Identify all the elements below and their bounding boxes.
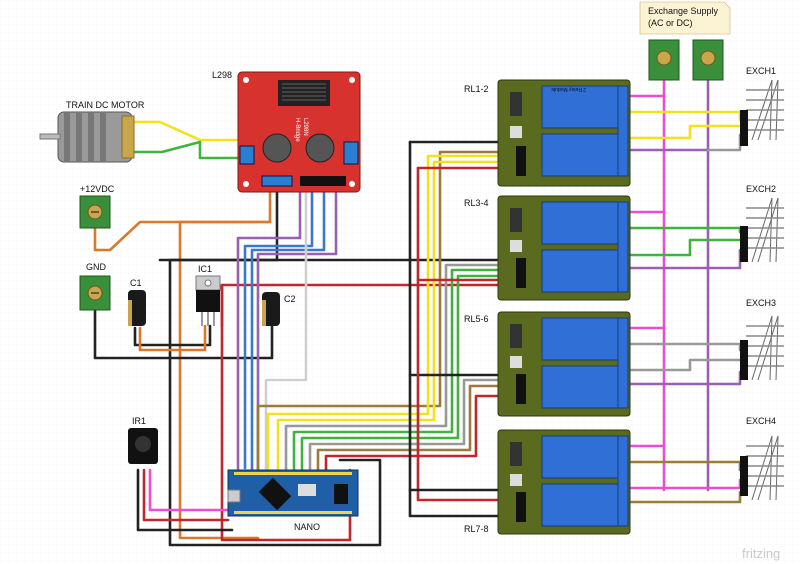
wire-relay-green1 [292, 268, 502, 472]
exchange-exch2: EXCH2 [740, 184, 784, 263]
l298-board: L298N H-Bridge L298 [212, 70, 361, 193]
wire-exch2-green2 [623, 238, 742, 257]
fritzing-logo: fritzing [742, 546, 780, 561]
relay-module-rl78: RL7-8 [464, 429, 631, 535]
ir1-label: IR1 [132, 416, 146, 426]
relay-module-rl34: RL3-4 [464, 195, 631, 301]
exch1-label: EXCH1 [746, 66, 776, 76]
wire-12v-orange [93, 184, 272, 252]
wire-relay-yellow2 [276, 160, 502, 472]
ic1-label: IC1 [198, 264, 212, 274]
rl12-label: RL1-2 [464, 84, 489, 94]
wire-blue-2 [250, 184, 326, 472]
relay-module-rl56: RL5-6 [464, 311, 631, 417]
wires [93, 76, 742, 547]
capacitor-c1: C1 [128, 278, 146, 326]
wire-relay-grey1 [284, 263, 502, 472]
wire-exch1-yellow2 [623, 124, 742, 140]
regulator-ic1: IC1 [195, 264, 221, 326]
c1-label: C1 [130, 278, 142, 288]
train-dc-motor: TRAIN DC MOTOR [39, 100, 145, 163]
wire-relay-brown2 [316, 384, 502, 472]
rl34-label: RL3-4 [464, 198, 489, 208]
wire-blue-l298 [243, 184, 314, 470]
wire-relay-grey2 [308, 378, 502, 472]
wire-relay-brown [256, 150, 502, 472]
exchange-exch3: EXCH3 [740, 298, 784, 381]
l298-board-text-1: L298N [302, 118, 308, 136]
exch2-label: EXCH2 [746, 184, 776, 194]
arduino-nano: NANO [227, 469, 359, 532]
gnd-label: GND [86, 262, 107, 272]
motor-label: TRAIN DC MOTOR [66, 100, 145, 110]
wire-purple-2 [256, 184, 338, 474]
rl12-title: 2 Relay Module [551, 86, 586, 92]
wire-ir-black [136, 468, 234, 532]
supply-label-2: (AC or DC) [648, 18, 693, 28]
l298-label: L298 [212, 70, 232, 80]
wire-exch3-grey2 [623, 358, 742, 372]
relay-module-rl12: 2 Relay Module RL1-2 [464, 79, 631, 187]
nano-label: NANO [294, 522, 320, 532]
wire-motor-green [128, 140, 247, 160]
wire-relay-black-vert [408, 140, 502, 518]
wire-c1-orange [138, 324, 207, 352]
exch4-label: EXCH4 [746, 416, 776, 426]
wire-purple-l298 [236, 184, 302, 472]
l298-board-text-2: H-Bridge [294, 118, 300, 142]
wire-relay-red-vert [416, 166, 502, 502]
wire-relay-red [324, 394, 502, 472]
exchange-exch4: EXCH4 [740, 416, 784, 501]
supply-label-1: Exchange Supply [648, 6, 719, 16]
rl78-label: RL7-8 [464, 524, 489, 534]
terminal-gnd: GND [79, 262, 111, 311]
capacitor-c2: C2 [262, 292, 296, 326]
wire-relay-yellow1 [266, 154, 502, 472]
wire-white-outline [265, 185, 307, 471]
wire-gnd-black-2 [133, 324, 212, 347]
rl56-label: RL5-6 [464, 314, 489, 324]
wire-relay-green2 [300, 274, 502, 472]
wire-gnd-black [93, 308, 274, 360]
exchange-supply: Exchange Supply (AC or DC) [639, 1, 731, 81]
ir-receiver: IR1 [128, 416, 158, 464]
12v-label: +12VDC [80, 184, 115, 194]
exchange-exch1: EXCH1 [740, 66, 784, 146]
terminal-12v: +12VDC [79, 184, 115, 229]
exch3-label: EXCH3 [746, 298, 776, 308]
wire-orange-long [178, 220, 272, 540]
c2-label: C2 [284, 294, 296, 304]
wire-ir-red [142, 468, 230, 522]
